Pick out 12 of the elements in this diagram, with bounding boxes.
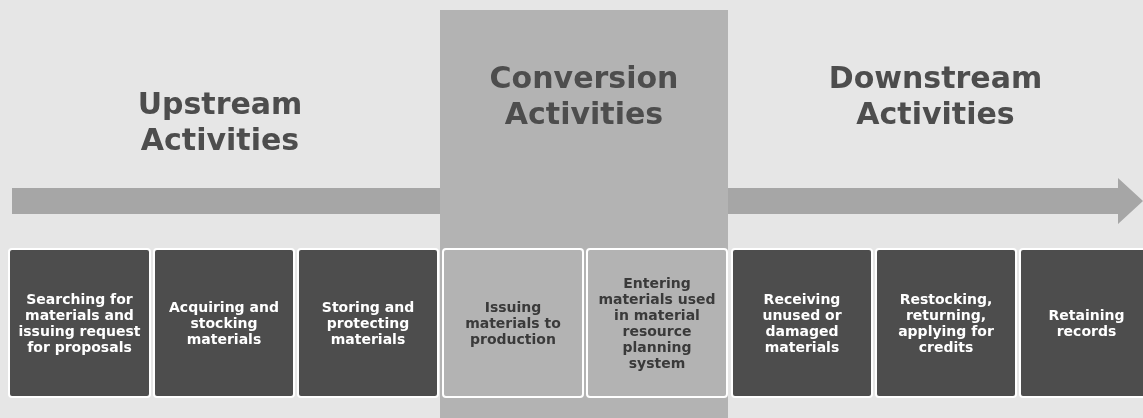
activity-box: Searching for materials and issuing request for proposals bbox=[8, 248, 151, 398]
section-heading: Upstream Activities bbox=[136, 86, 304, 158]
activity-box: Restocking, returning, applying for credits bbox=[875, 248, 1017, 398]
activity-box: Retaining records bbox=[1019, 248, 1143, 398]
activity-box: Storing and protecting materials bbox=[297, 248, 439, 398]
activity-box: Entering materials used in material resource planning system bbox=[586, 248, 728, 398]
band-title: Conversion Activities bbox=[488, 60, 680, 132]
activity-box: Acquiring and stocking materials bbox=[153, 248, 295, 398]
activity-box: Receiving unused or damaged materials bbox=[731, 248, 873, 398]
stage-band bbox=[440, 10, 728, 418]
activity-box: Issuing materials to production bbox=[442, 248, 584, 398]
section-heading: Downstream Activities bbox=[827, 60, 1044, 132]
